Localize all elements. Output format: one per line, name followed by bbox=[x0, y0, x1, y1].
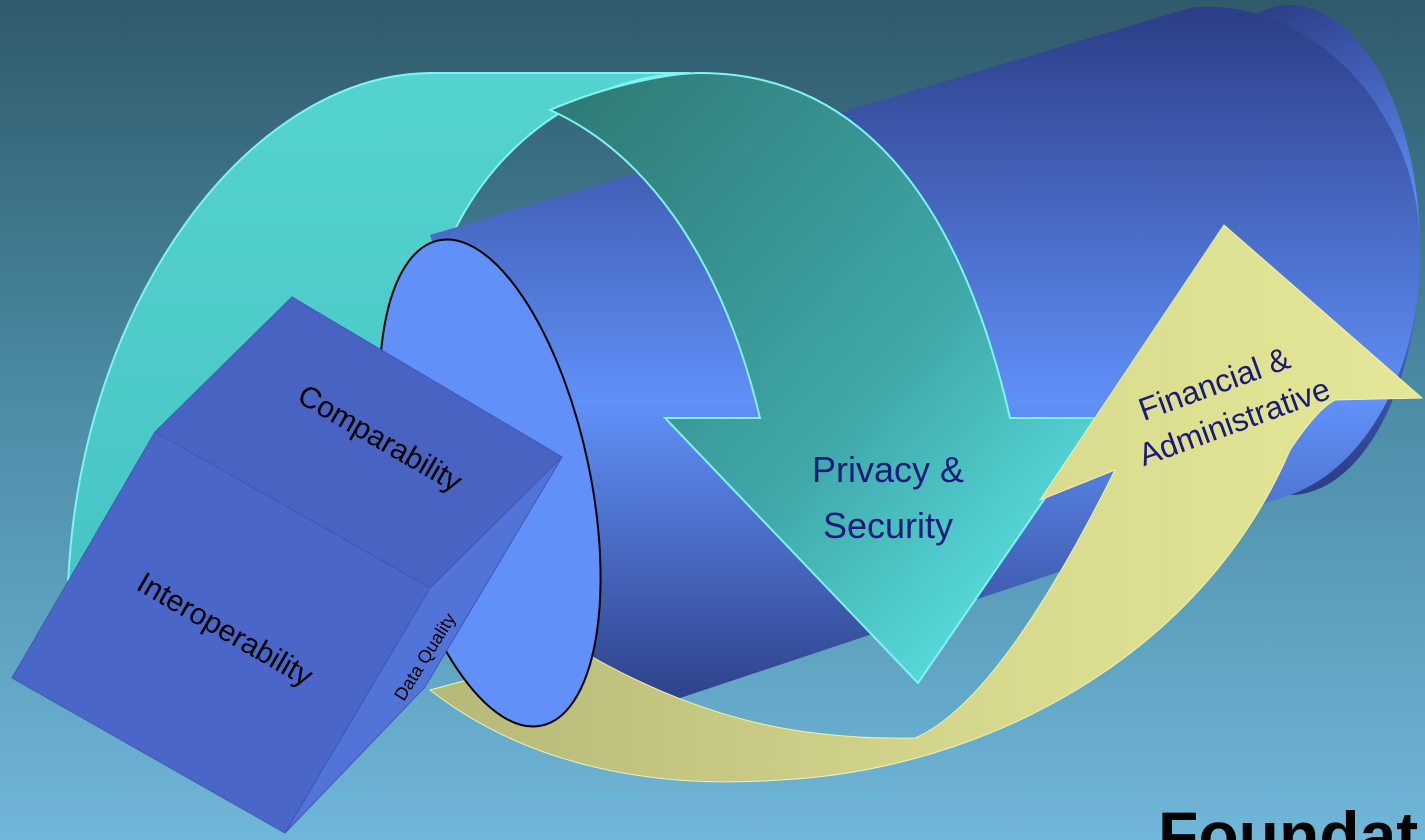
quality-cube bbox=[11, 296, 563, 834]
cube-side-face bbox=[284, 456, 563, 834]
yellow-arrow bbox=[428, 224, 1424, 783]
teal-arrow-front bbox=[547, 71, 1102, 685]
privacy-label-line2: Security bbox=[823, 505, 953, 546]
foundation-title: Foundat bbox=[1158, 798, 1418, 840]
privacy-label-line1: Privacy & bbox=[812, 449, 964, 490]
